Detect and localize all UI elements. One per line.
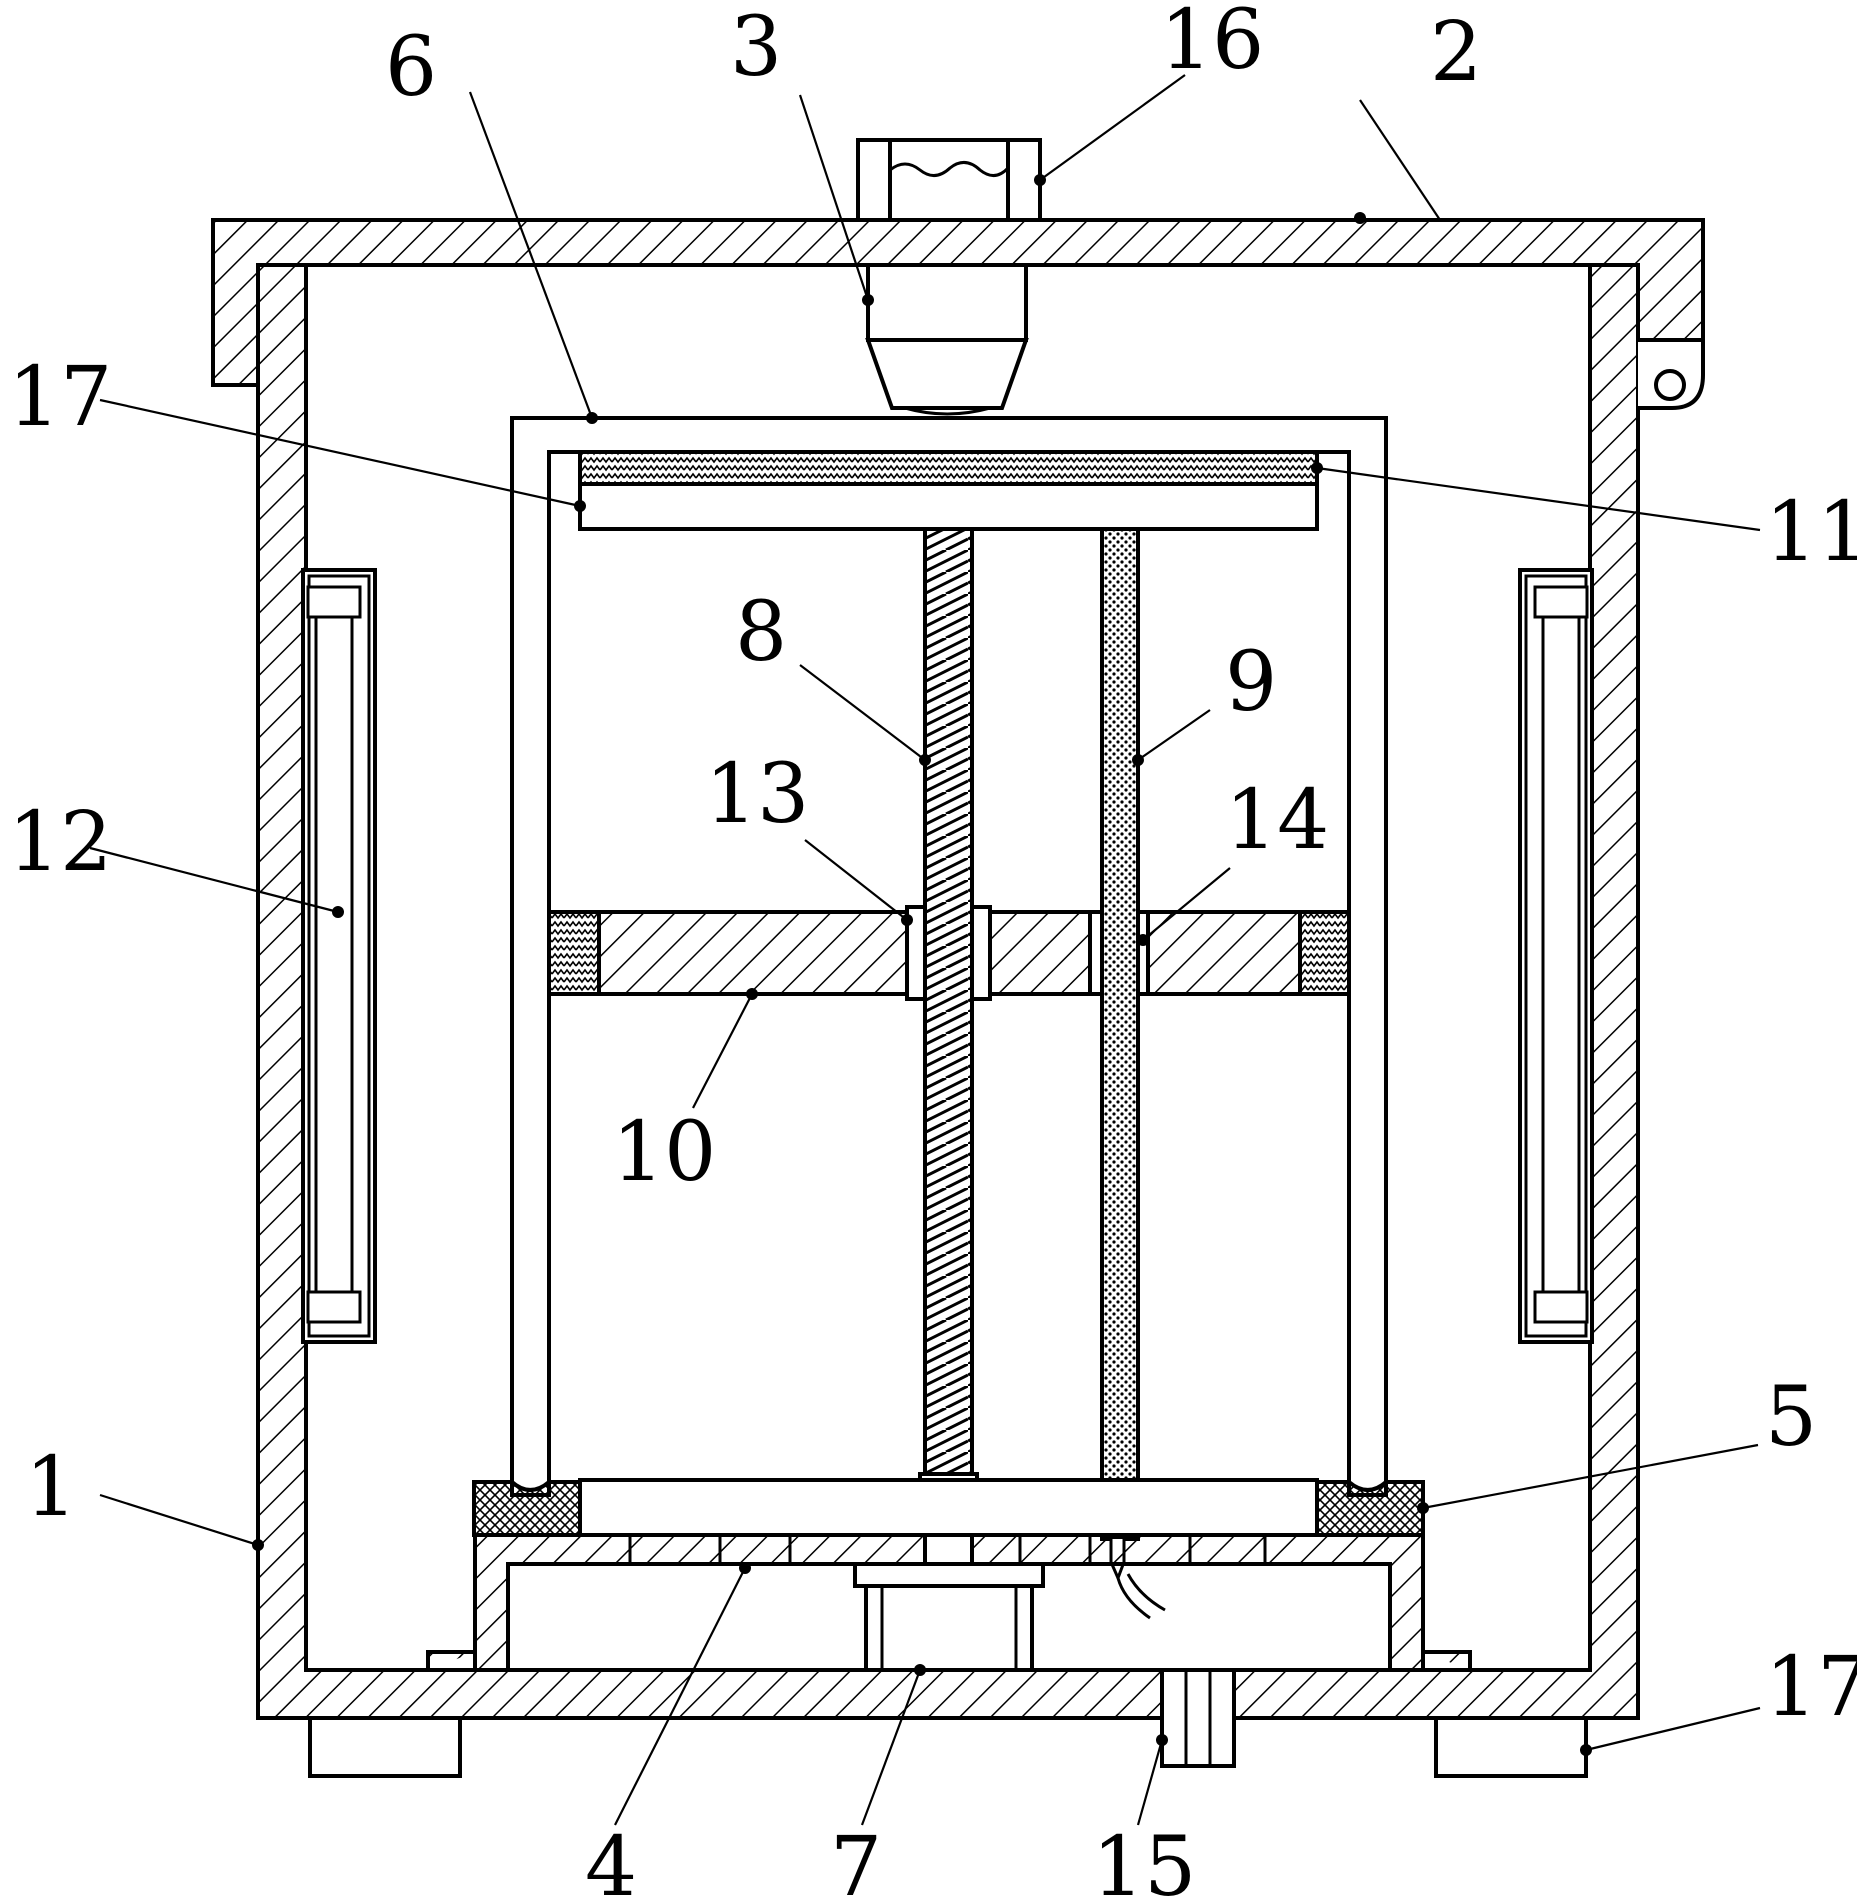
lamp-left (301, 568, 377, 1344)
lid (211, 218, 1705, 410)
top-plate (578, 450, 1319, 531)
label-11: 11 (1765, 485, 1857, 580)
label-6: 6 (385, 20, 437, 115)
drain-pipe (1160, 1668, 1236, 1768)
reference-numerals: 1 2 3 4 5 6 7 8 9 10 11 12 13 14 15 16 1… (8, 0, 1857, 1902)
guide-rod (1100, 527, 1166, 1620)
leader-lines (89, 74, 1761, 1826)
label-14: 14 (1225, 773, 1329, 868)
label-2: 2 (1430, 5, 1482, 100)
label-10: 10 (612, 1105, 716, 1200)
lid-handle (856, 138, 1042, 222)
motor (853, 1533, 1045, 1672)
label-16: 16 (1160, 0, 1264, 88)
label-5: 5 (1765, 1370, 1817, 1465)
label-3: 3 (730, 0, 782, 95)
label-17-top: 17 (8, 350, 112, 445)
lamp-right (1518, 568, 1594, 1344)
feet (308, 1716, 1588, 1778)
label-7: 7 (830, 1820, 882, 1897)
label-15: 15 (1092, 1820, 1196, 1897)
label-1: 1 (25, 1440, 77, 1535)
camera (865, 263, 1029, 416)
leader-dots (252, 174, 1592, 1756)
label-17-bottom: 17 (1765, 1640, 1857, 1735)
lead-screw (923, 527, 974, 1476)
label-13: 13 (705, 747, 809, 842)
label-12: 12 (8, 795, 112, 890)
label-8: 8 (735, 585, 787, 680)
label-9: 9 (1225, 635, 1277, 730)
label-4: 4 (585, 1820, 637, 1897)
